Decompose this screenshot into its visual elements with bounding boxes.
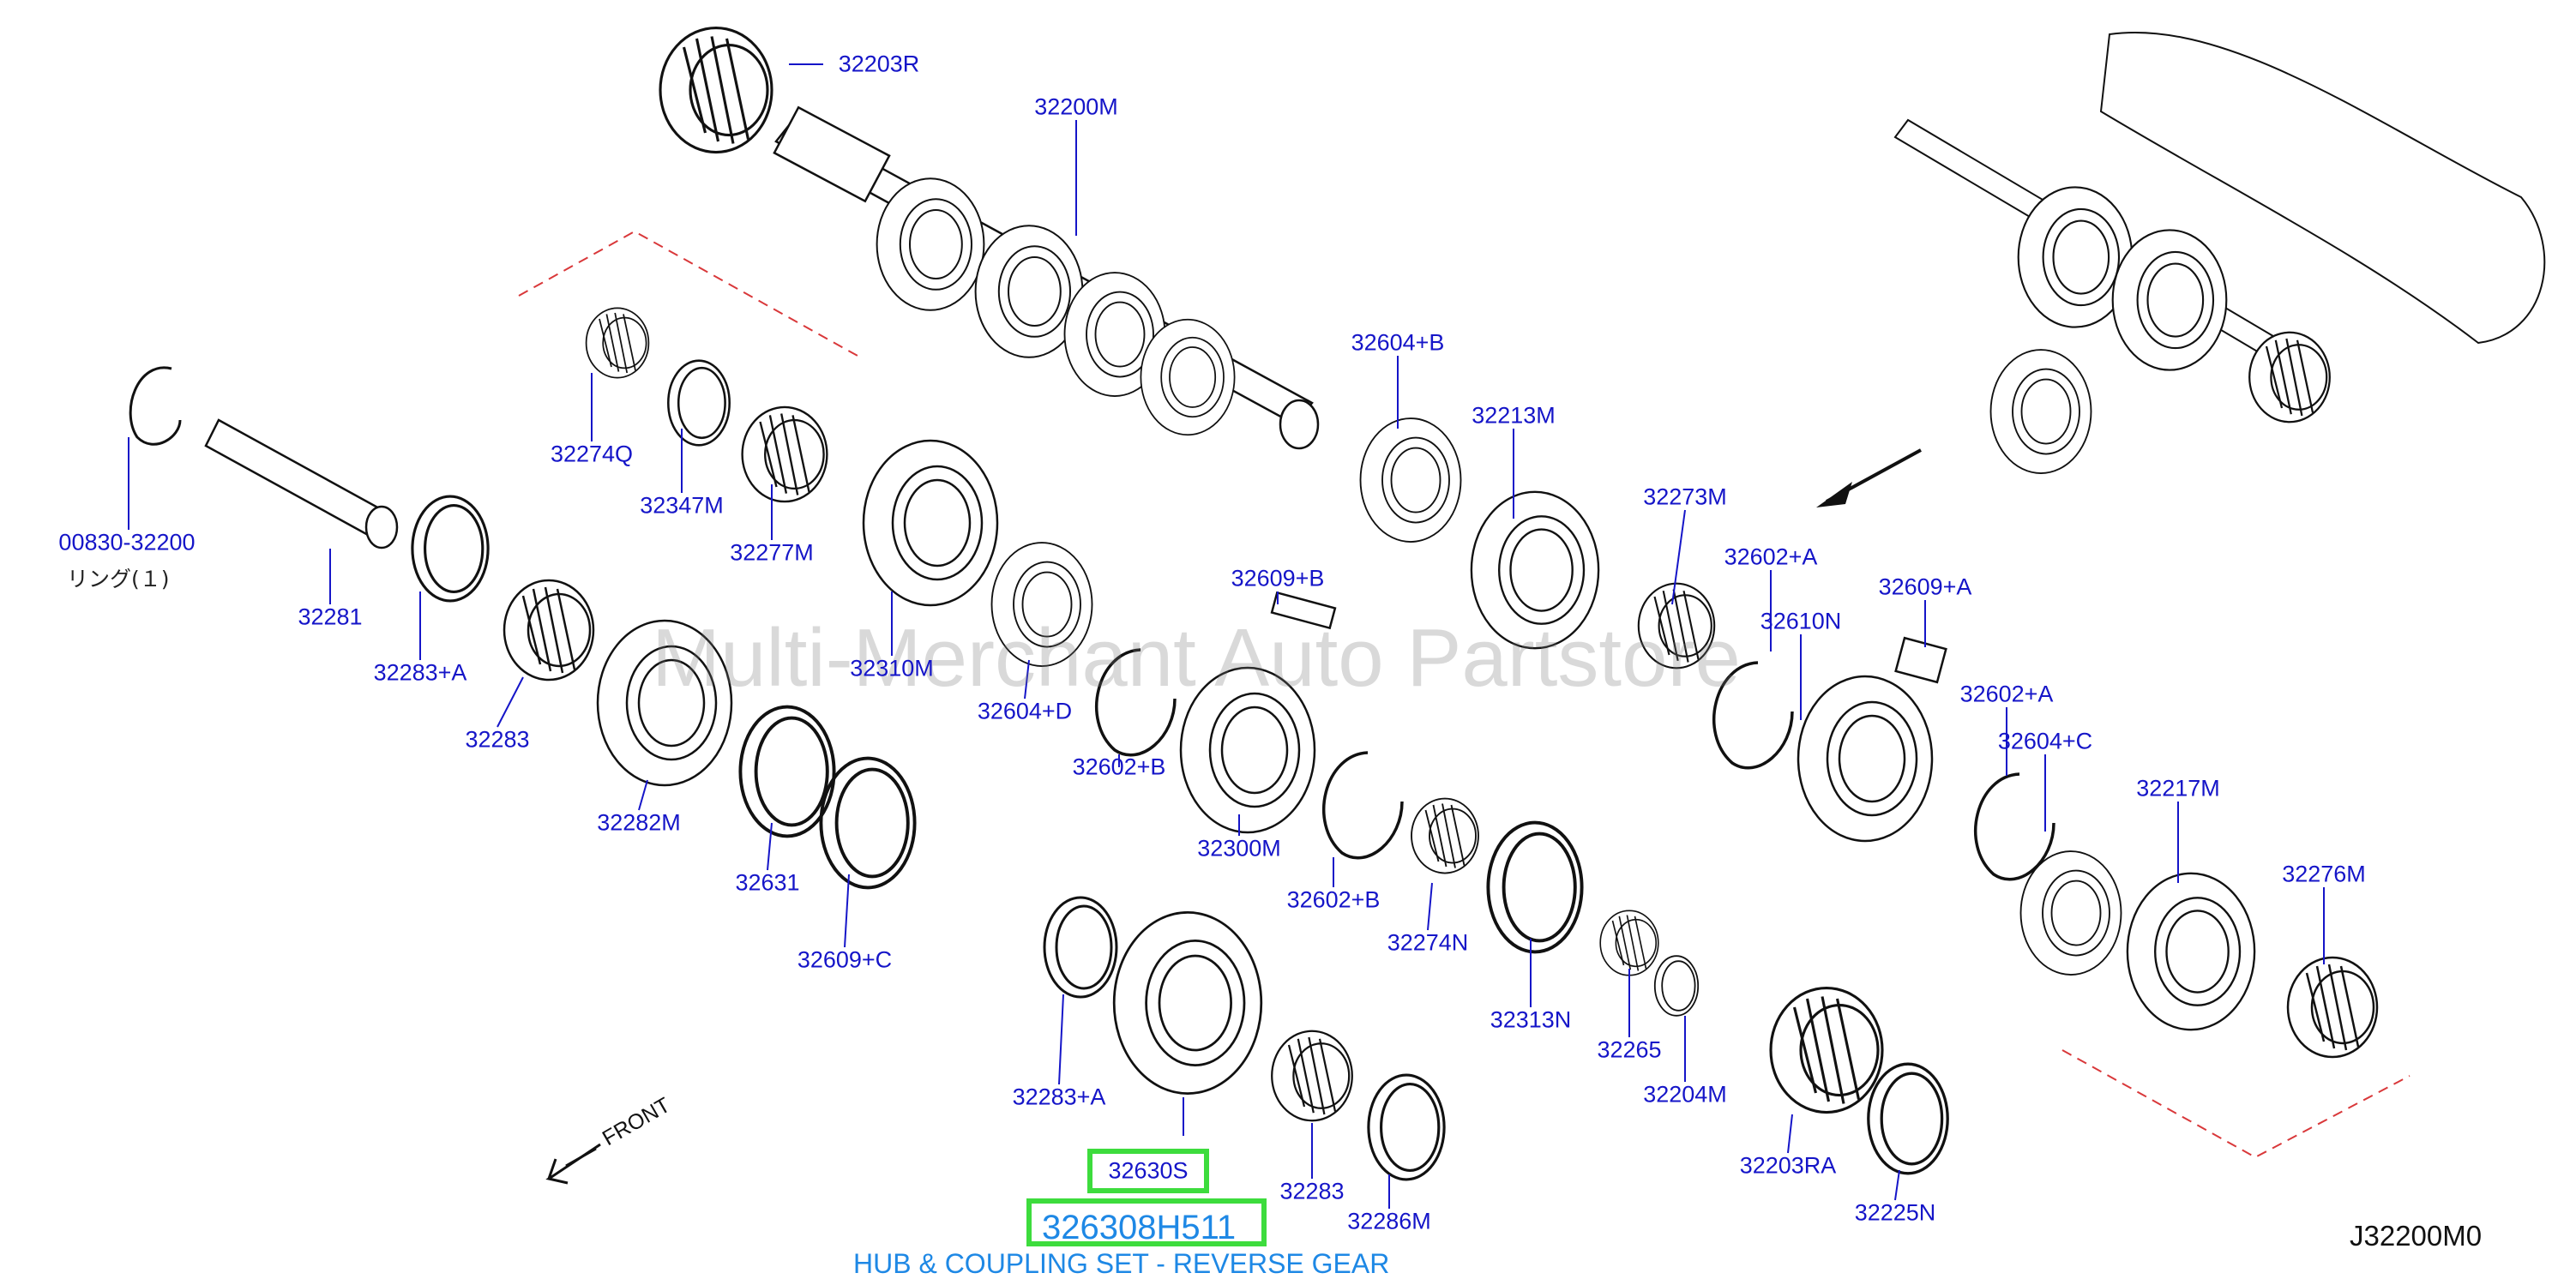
selected-part-code-box	[1087, 1149, 1209, 1193]
part-label-32283_2[interactable]: 32283	[1279, 1178, 1345, 1204]
part-label-32602a1[interactable]: 32602+A	[1724, 543, 1818, 570]
part-label-32283_1[interactable]: 32283	[465, 726, 530, 753]
part-label-32204m[interactable]: 32204M	[1643, 1081, 1727, 1108]
part-label-32203ra[interactable]: 32203RA	[1739, 1152, 1837, 1179]
part-label-32225n[interactable]: 32225N	[1854, 1199, 1936, 1226]
part-label-32631[interactable]: 32631	[735, 869, 800, 896]
part-label-32203r[interactable]: 32203R	[838, 51, 920, 77]
part-label-32277m[interactable]: 32277M	[730, 539, 814, 566]
part-label-32281[interactable]: 32281	[298, 603, 363, 630]
part-label-32274q[interactable]: 32274Q	[550, 441, 634, 467]
part-label-32282m[interactable]: 32282M	[597, 809, 681, 836]
selected-part-number-box	[1026, 1198, 1267, 1246]
part-label-32602b2[interactable]: 32602+B	[1286, 886, 1381, 913]
selected-part-description: HUB & COUPLING SET - REVERSE GEAR	[853, 1248, 1390, 1279]
part-label-32609b[interactable]: 32609+B	[1231, 565, 1325, 591]
selected-part-code[interactable]: 32630S	[1108, 1157, 1189, 1184]
part-label-32313n[interactable]: 32313N	[1490, 1006, 1572, 1033]
watermark: Multi-Merchant Auto Partstore	[652, 612, 1741, 704]
part-label-32609a[interactable]: 32609+A	[1878, 573, 1972, 600]
part-label-32274n[interactable]: 32274N	[1387, 929, 1469, 956]
part-label-32273m[interactable]: 32273M	[1643, 483, 1727, 510]
part-label-32213m[interactable]: 32213M	[1472, 402, 1556, 429]
part-label-32286m[interactable]: 32286M	[1347, 1208, 1431, 1234]
part-label-32310m[interactable]: 32310M	[850, 655, 934, 682]
part-label-32602a2[interactable]: 32602+A	[1959, 681, 2054, 707]
selected-part-number[interactable]: 326308H511	[1042, 1209, 1237, 1246]
part-label-32610n[interactable]: 32610N	[1760, 608, 1842, 634]
part-label-32602b1[interactable]: 32602+B	[1072, 754, 1166, 780]
part-label-32609c[interactable]: 32609+C	[797, 946, 893, 973]
part-label-32217m[interactable]: 32217M	[2136, 775, 2220, 802]
part-label-32283a2[interactable]: 32283+A	[1012, 1084, 1106, 1110]
part-label-32604d[interactable]: 32604+D	[977, 698, 1073, 724]
part-label-32300m[interactable]: 32300M	[1197, 835, 1281, 862]
part-label-32604b[interactable]: 32604+B	[1351, 329, 1445, 356]
ring-quantity-note: リング(１)	[67, 567, 170, 591]
part-label-00830[interactable]: 00830-32200	[58, 529, 196, 555]
part-label-32283a1[interactable]: 32283+A	[373, 659, 467, 686]
part-label-32265[interactable]: 32265	[1597, 1036, 1662, 1063]
figure-code: J32200M0	[2350, 1220, 2483, 1252]
part-label-32604c[interactable]: 32604+C	[1997, 728, 2093, 754]
part-label-32276m[interactable]: 32276M	[2282, 861, 2366, 887]
part-label-32347m[interactable]: 32347M	[640, 492, 724, 519]
part-label-32200m[interactable]: 32200M	[1034, 93, 1118, 120]
